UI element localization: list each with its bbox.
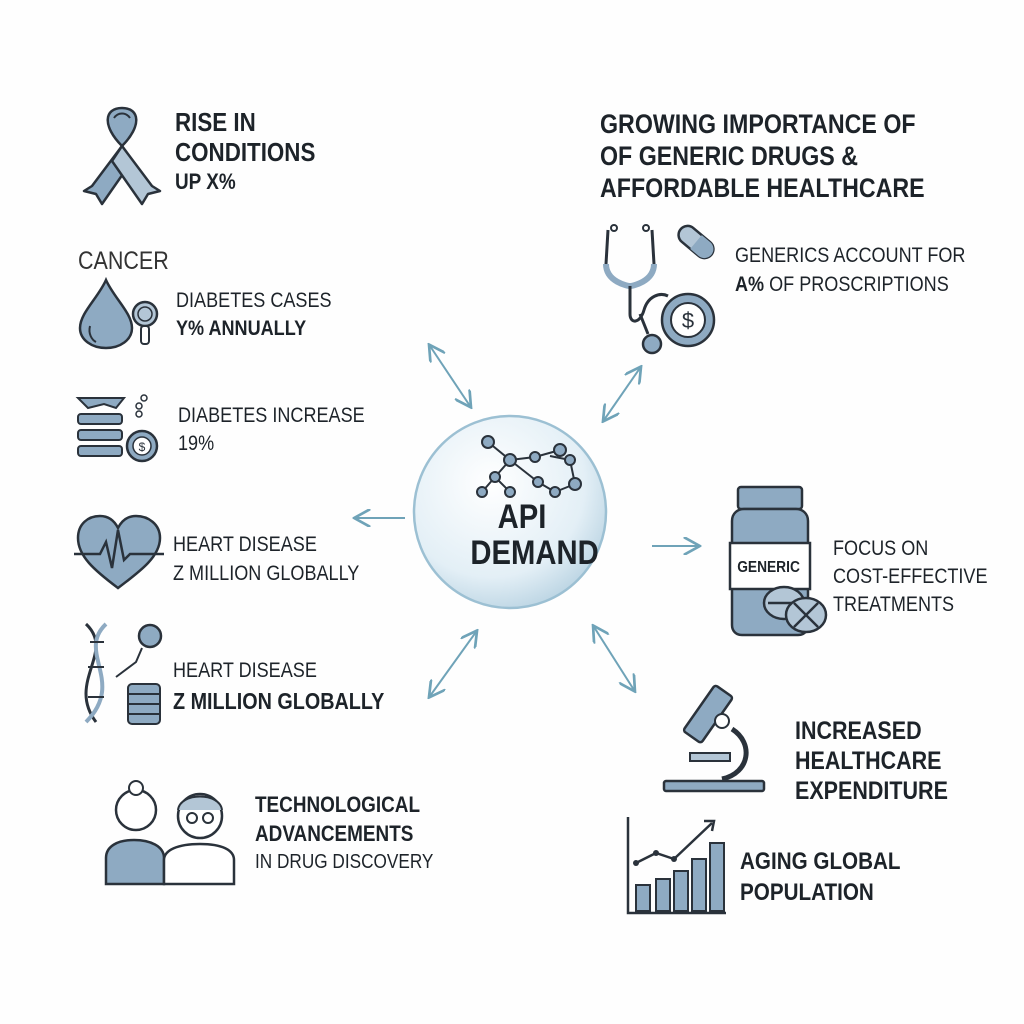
awareness-ribbon-icon	[82, 106, 162, 206]
focus-line3: TREATMENTS	[833, 593, 955, 616]
rise-line2: CONDITIONS	[175, 137, 316, 167]
heading-line2: OF GENERIC DRUGS &	[600, 141, 859, 171]
expenditure-line2: HEALTHCARE	[795, 747, 942, 775]
arrow-bottom-left	[430, 632, 476, 696]
rise-text: RISE IN CONDITIONS UP X%	[175, 107, 315, 197]
heart-disease-2-text: HEART DISEASE Z MILLION GLOBALLY	[173, 656, 384, 716]
spine-coin-icon: $	[75, 394, 159, 463]
svg-text:$: $	[139, 440, 146, 454]
expenditure-text: INCREASED HEALTHCARE EXPENDITURE	[795, 716, 948, 806]
arrow-top-left	[430, 346, 470, 406]
center-title-line2: DEMAND	[470, 533, 599, 572]
generics-line2-rest: OF PROSCRIPTIONS	[764, 273, 949, 296]
database-icon	[127, 683, 161, 725]
heading-line1: GROWING IMPORTANCE OF	[600, 109, 916, 139]
heart-disease-1-line2: Z MILLION GLOBALLY	[173, 562, 360, 585]
blood-drop-icon	[78, 276, 159, 350]
focus-text: FOCUS ON COST-EFFECTIVE TREATMENTS	[833, 535, 988, 619]
heart-disease-1-text: HEART DISEASE Z MILLION GLOBALLY	[173, 530, 359, 588]
heart-disease-1-line1: HEART DISEASE	[173, 533, 317, 556]
tech-line3: IN DRUG DISCOVERY	[255, 851, 434, 873]
aging-line1: AGING GLOBAL	[740, 848, 901, 875]
expenditure-line1: INCREASED	[795, 717, 922, 745]
center-title: API DEMAND	[470, 498, 599, 572]
svg-text:$: $	[682, 308, 694, 333]
aging-population-text: AGING GLOBAL POPULATION	[740, 846, 901, 908]
generic-medicine-bottle-icon	[728, 485, 828, 637]
pill-icon	[677, 224, 715, 260]
generics-percent: A%	[735, 273, 765, 296]
diabetes-increase-line2: 19%	[178, 432, 215, 455]
tech-line2: ADVANCEMENTS	[255, 821, 414, 846]
generic-drugs-heading: GROWING IMPORTANCE OF OF GENERIC DRUGS &…	[600, 108, 925, 204]
diabetes-cases-text: DIABETES CASES Y% ANNUALLY	[176, 287, 332, 343]
heart-disease-2-line2: Z MILLION GLOBALLY	[173, 688, 385, 714]
generics-line2: A% OF PROSCRIPTIONS	[735, 270, 965, 299]
center-title-line1: API	[497, 498, 547, 536]
heart-ecg-icon	[74, 514, 164, 590]
bottle-label: GENERIC	[737, 559, 800, 576]
diabetes-increase-text: DIABETES INCREASE 19%	[178, 402, 365, 458]
expenditure-line3: EXPENDITURE	[795, 777, 948, 805]
arrow-top-right	[604, 368, 640, 420]
heading-line3: AFFORDABLE HEALTHCARE	[600, 173, 925, 203]
rise-line1: RISE IN	[175, 107, 256, 137]
arrow-bottom-right	[594, 627, 634, 690]
diabetes-increase-line1: DIABETES INCREASE	[178, 404, 365, 427]
dna-database-icon	[84, 622, 163, 725]
cancer-label: CANCER	[78, 247, 169, 275]
stethoscope-dollar-icon: $	[603, 224, 716, 355]
api-demand-sphere	[412, 414, 608, 610]
diabetes-cases-line1: DIABETES CASES	[176, 289, 332, 312]
generics-line1: GENERICS ACCOUNT FOR	[735, 244, 966, 267]
molecule-icon	[476, 435, 582, 498]
glucose-meter-icon	[131, 300, 159, 345]
microscope-icon	[662, 684, 766, 793]
diabetes-cases-line2: Y% ANNUALLY	[176, 317, 307, 340]
aging-line2: POPULATION	[740, 879, 874, 906]
heart-disease-2-line1: HEART DISEASE	[173, 659, 317, 682]
rise-line3: UP X%	[175, 169, 236, 194]
growth-bar-chart-icon	[626, 817, 726, 915]
focus-line2: COST-EFFECTIVE	[833, 565, 988, 588]
elderly-couple-icon	[104, 780, 236, 886]
generics-account-text: GENERICS ACCOUNT FOR A% OF PROSCRIPTIONS	[735, 241, 965, 299]
tablets-icon	[762, 585, 828, 634]
focus-line1: FOCUS ON	[833, 537, 929, 560]
tech-line1: TECHNOLOGICAL	[255, 792, 421, 817]
tech-advancements-text: TECHNOLOGICAL ADVANCEMENTS IN DRUG DISCO…	[255, 790, 433, 877]
